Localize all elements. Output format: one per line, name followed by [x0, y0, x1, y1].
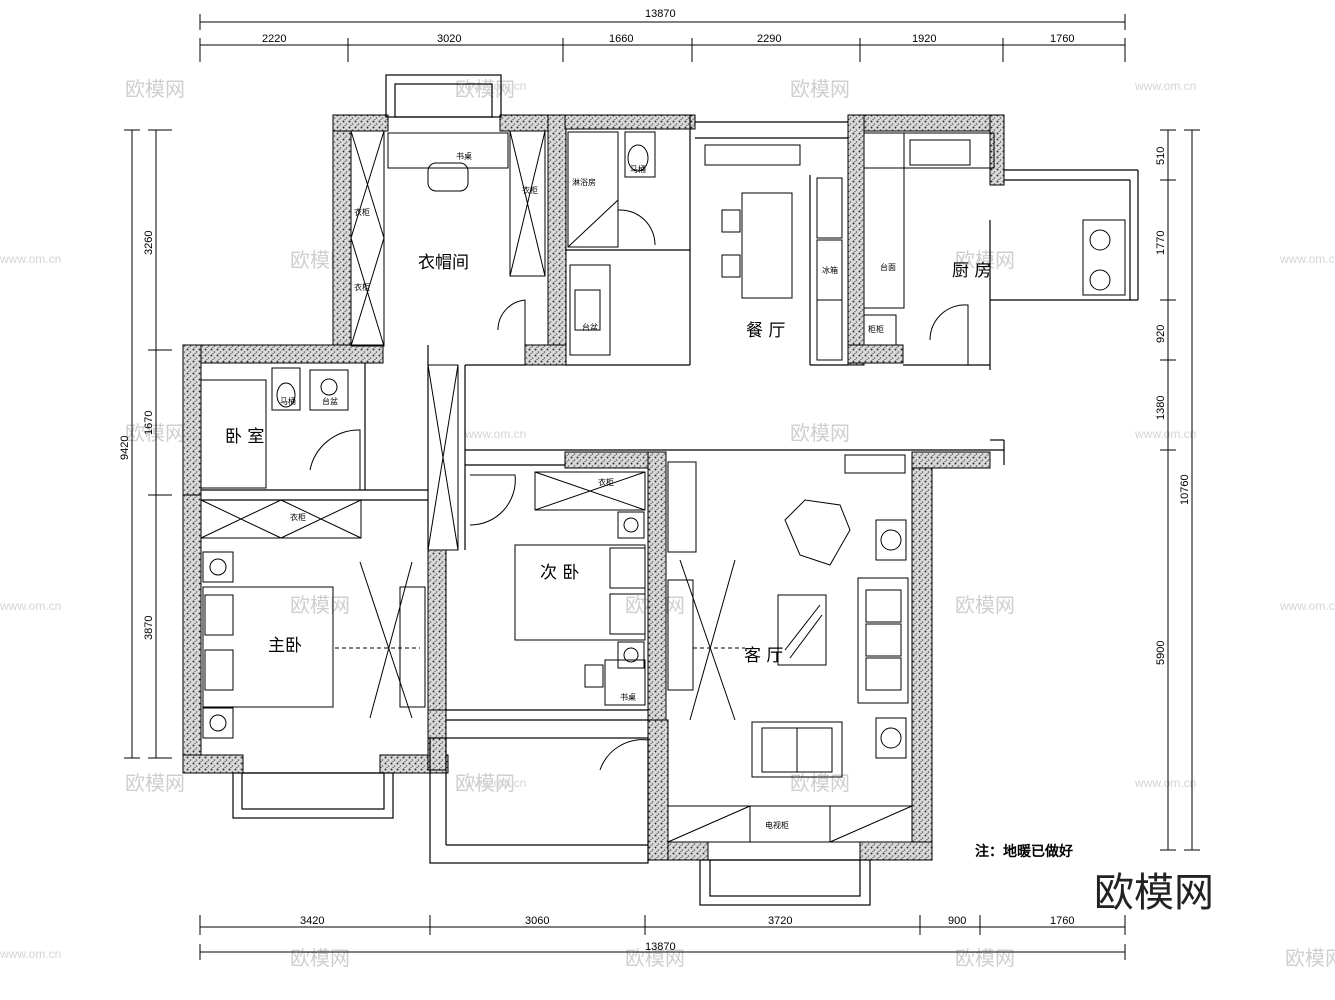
watermark-url: www.om.cn [0, 599, 61, 613]
right-dim-2: 1770 [1155, 231, 1167, 255]
watermark: 欧模网 [290, 946, 350, 970]
kitchen-cabinet-label: 柜柜 [868, 324, 884, 334]
room-walk-in-closet: 衣帽间 [418, 253, 469, 273]
basin-label: 台盆 [582, 322, 598, 332]
bottom-dim-1: 3420 [300, 915, 324, 927]
walls [182, 114, 1005, 861]
bottom-dimensions [199, 915, 1126, 960]
watermark-url: www.om.cn [464, 79, 526, 93]
room-labels: 衣帽间 餐 厅 厨 房 卧 室 主卧 次 卧 客 厅 [225, 253, 991, 666]
top-dim-3: 1660 [609, 33, 633, 45]
master-bedroom-fixtures [200, 499, 426, 739]
left-dim-2: 1670 [143, 411, 155, 435]
room-second-bedroom: 次 卧 [540, 563, 579, 583]
watermark: 欧模网 [955, 593, 1015, 617]
right-dim-4: 1380 [1155, 396, 1167, 420]
top-dim-2: 3020 [437, 33, 461, 45]
watermark-url: www.om.cn [1134, 427, 1196, 441]
closet-desk-label: 书桌 [456, 151, 472, 161]
watermark: 欧模网 [290, 593, 350, 617]
left-bath-toilet-label: 马桶 [280, 396, 296, 406]
closet-cabinet-label-1: 衣柜 [354, 207, 370, 217]
second-desk-label: 书桌 [620, 692, 636, 702]
right-dim-5: 5900 [1155, 641, 1167, 665]
watermark: 欧模网 [125, 421, 185, 445]
watermark-url: www.om.cn [1279, 252, 1335, 266]
kitchen-counter-label: 台面 [880, 262, 896, 272]
watermark-url: www.om.cn [464, 427, 526, 441]
watermark: 欧模网 [455, 77, 515, 101]
right-dimensions [1160, 129, 1200, 851]
watermark: 欧模网 [1285, 946, 1335, 970]
watermark: 欧模网 [790, 771, 850, 795]
bottom-dim-2: 3060 [525, 915, 549, 927]
dining-fixtures [704, 144, 843, 361]
top-total-dim: 13870 [645, 8, 676, 20]
watermark-url: www.om.cn [0, 252, 61, 266]
top-dim-4: 2290 [757, 33, 781, 45]
left-outer-dim: 9420 [119, 436, 131, 460]
watermark: 欧模网 [955, 946, 1015, 970]
toilet-label: 马桶 [630, 164, 646, 174]
closet-fixtures [350, 130, 546, 347]
room-dining: 餐 厅 [746, 321, 785, 341]
watermark: 欧模网 [625, 946, 685, 970]
bottom-total-dim: 13870 [645, 941, 676, 953]
left-dim-1: 3260 [143, 231, 155, 255]
kitchen-fixtures [863, 132, 1126, 365]
left-dim-3: 3870 [143, 616, 155, 640]
living-room-fixtures [599, 454, 913, 843]
watermark: 欧模网 [790, 77, 850, 101]
brand-logo: 欧模网 [1094, 870, 1214, 916]
watermark: 欧模网 [125, 77, 185, 101]
right-outer-dim: 10760 [1179, 474, 1191, 505]
floor-heating-note: 注：地暖已做好 [975, 843, 1073, 860]
top-dim-1: 2220 [262, 33, 286, 45]
watermark-url: www.om.cn [1134, 776, 1196, 790]
shower-label: 淋浴房 [572, 177, 596, 187]
watermark-url: www.om.cn [1134, 79, 1196, 93]
bottom-dim-4: 900 [948, 915, 966, 927]
watermark-url: www.om.cn [1279, 599, 1335, 613]
closet-cabinet-label-2: 衣柜 [354, 282, 370, 292]
watermark-url: www.om.cn [464, 776, 526, 790]
top-dim-5: 1920 [912, 33, 936, 45]
left-bath-fixtures [200, 367, 361, 490]
tv-cabinet-label: 电视柜 [765, 820, 789, 830]
corridor-cabinet [427, 364, 459, 551]
left-bath-basin-label: 台盆 [322, 396, 338, 406]
right-dim-1: 510 [1155, 147, 1167, 165]
room-bath: 卧 室 [225, 427, 264, 447]
watermark: 欧模网 [455, 771, 515, 795]
watermark: 欧模网 [125, 771, 185, 795]
room-living: 客 厅 [744, 646, 783, 666]
watermark-url: www.om.cn [0, 947, 61, 961]
second-bedroom-fixtures [469, 471, 646, 706]
bottom-dim-3: 3720 [768, 915, 792, 927]
bath-fixtures [567, 131, 656, 356]
watermark: 欧模网 [790, 421, 850, 445]
room-master-bedroom: 主卧 [268, 636, 302, 656]
watermark: 欧模网 [955, 248, 1015, 272]
left-dimensions [124, 129, 172, 759]
second-wardrobe-label: 衣柜 [598, 477, 614, 487]
bottom-dim-5: 1760 [1050, 915, 1074, 927]
room-kitchen: 厨 房 [952, 261, 991, 281]
closet-cabinet-label-3: 衣柜 [522, 185, 538, 195]
master-wardrobe-label: 衣柜 [290, 512, 306, 522]
right-dim-3: 920 [1155, 325, 1167, 343]
top-dim-6: 1760 [1050, 33, 1074, 45]
top-dimensions [199, 14, 1126, 62]
fridge-label: 冰箱 [822, 265, 838, 275]
